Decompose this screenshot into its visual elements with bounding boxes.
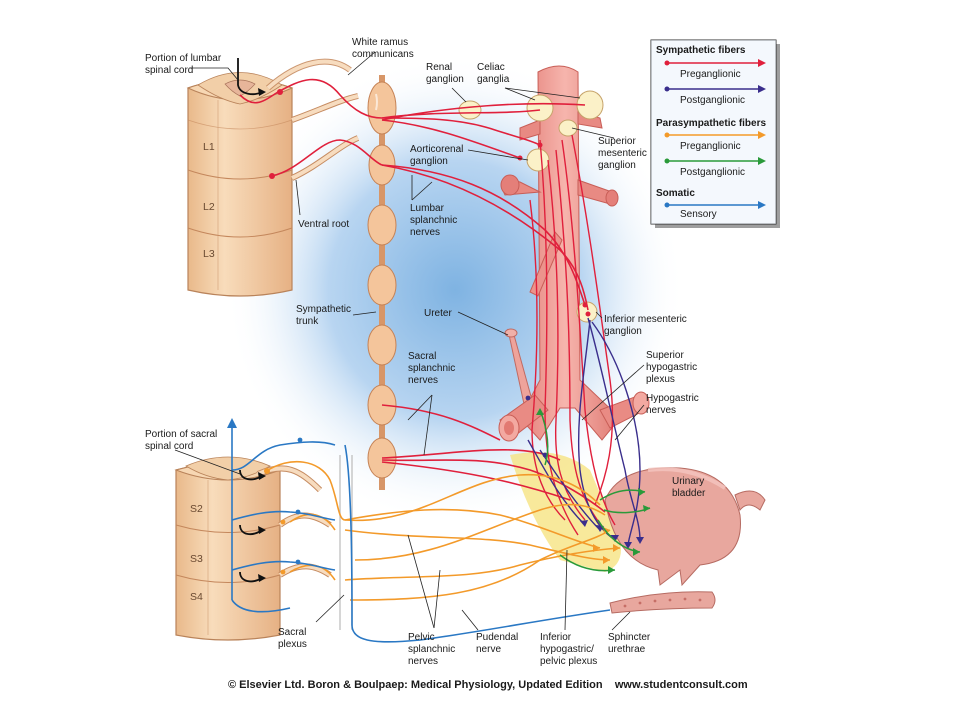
parasympathetic-preganglionic-fibers (264, 460, 621, 601)
renal-ganglion (458, 100, 482, 120)
label-sympathetic-trunk-1: Sympathetic (296, 304, 351, 315)
segment-label-s2: S2 (190, 503, 203, 515)
label-sacral-splanchnic-3: nerves (408, 375, 438, 386)
label-sup-hypogastric-2: hypogastric (646, 362, 697, 373)
legend-sym-pre: Preganglionic (680, 69, 741, 80)
black-endings (258, 88, 266, 582)
fiber-legend: Sympathetic fibers Preganglionic Postgan… (650, 39, 780, 228)
label-renal-1: Renal (426, 62, 452, 73)
label-pelvic-splanchnic-1: Pelvic (408, 632, 435, 643)
label-sacral-splanchnic-1: Sacral (408, 351, 436, 362)
label-pudendal-1: Pudendal (476, 632, 518, 643)
purple-endings (525, 395, 644, 549)
segment-label-s3: S3 (190, 553, 203, 565)
anatomy-labels: Portion of lumbar spinal cord White ramu… (145, 37, 706, 667)
sacral-spinal-cord: S2 S3 S4 (174, 456, 332, 641)
ascending-arrow (227, 418, 237, 428)
label-ureter: Ureter (424, 308, 452, 319)
somatic-sensory-fibers (231, 425, 611, 643)
label-sacral-splanchnic-2: splanchnic (408, 363, 455, 374)
label-inf-hypogastric-3: pelvic plexus (540, 656, 597, 667)
label-aorticorenal-1: Aorticorenal (410, 144, 463, 155)
label-hypogastric-1: Hypogastric (646, 393, 699, 404)
green-endings (536, 408, 650, 574)
label-sup-mesenteric-2: mesenteric (598, 148, 647, 159)
legend-para-pre: Preganglionic (680, 141, 741, 152)
label-celiac-2: ganglia (477, 74, 510, 85)
label-inf-hypogastric-2: hypogastric/ (540, 644, 594, 655)
legend-sympathetic-title: Sympathetic fibers (656, 45, 746, 56)
sphincter-urethrae (609, 591, 716, 614)
label-sacral-plexus-1: Sacral (278, 627, 306, 638)
celiac-ganglion-left (526, 94, 554, 122)
label-pudendal-2: nerve (476, 644, 501, 655)
label-sup-hypogastric-1: Superior (646, 350, 684, 361)
aorticorenal-ganglion (526, 148, 550, 172)
segment-label-l1: L1 (203, 141, 215, 153)
background-glow (225, 55, 685, 525)
blue-dots (295, 437, 303, 565)
label-sacral-cord-1: Portion of sacral (145, 429, 217, 440)
label-pelvic-splanchnic-3: nerves (408, 656, 438, 667)
label-sacral-plexus-2: plexus (278, 639, 307, 650)
label-white-ramus-1: White ramus (352, 37, 408, 48)
label-bladder-1: Urinary (672, 476, 704, 487)
legend-para-post: Postganglionic (680, 167, 745, 178)
segment-label-l3: L3 (203, 248, 215, 260)
label-sup-hypogastric-3: plexus (646, 374, 675, 385)
label-inf-hypogastric-1: Inferior (540, 632, 572, 643)
orange-endings (264, 468, 620, 575)
segment-label-l2: L2 (203, 201, 215, 213)
label-pelvic-splanchnic-2: splanchnic (408, 644, 455, 655)
label-sphincter-2: urethrae (608, 644, 646, 655)
label-sacral-cord-2: spinal cord (145, 441, 193, 452)
legend-sym-post: Postganglionic (680, 95, 745, 106)
legend-som-sensory: Sensory (680, 209, 717, 220)
label-bladder-2: bladder (672, 488, 706, 499)
label-sup-mesenteric-1: Superior (598, 136, 636, 147)
label-lumbar-cord-1: Portion of lumbar (145, 53, 222, 64)
label-sphincter-1: Sphincter (608, 632, 651, 643)
label-inf-mesenteric-2: ganglion (604, 326, 642, 337)
label-renal-2: ganglion (426, 74, 464, 85)
label-hypogastric-2: nerves (646, 405, 676, 416)
leader-lines (174, 51, 645, 631)
label-white-ramus-2: communicans (352, 49, 414, 60)
legend-somatic-title: Somatic (656, 188, 695, 199)
sympathetic-trunk (367, 75, 397, 490)
label-ventral-root: Ventral root (298, 219, 349, 230)
legend-parasympathetic-title: Parasympathetic fibers (656, 118, 766, 129)
red-synapse-dots (269, 89, 591, 317)
copyright-caption: © Elsevier Ltd. Boron & Boulpaep: Medica… (228, 679, 748, 691)
segment-label-s4: S4 (190, 591, 203, 603)
superior-mesenteric-ganglion (558, 119, 578, 137)
label-lumbar-splanchnic-3: nerves (410, 227, 440, 238)
label-lumbar-splanchnic-1: Lumbar (410, 203, 445, 214)
label-aorticorenal-2: ganglion (410, 156, 448, 167)
label-inf-mesenteric-1: Inferior mesenteric (604, 314, 687, 325)
label-lumbar-cord-2: spinal cord (145, 65, 193, 76)
label-lumbar-splanchnic-2: splanchnic (410, 215, 457, 226)
label-celiac-1: Celiac (477, 62, 505, 73)
label-sup-mesenteric-3: ganglion (598, 160, 636, 171)
label-sympathetic-trunk-2: trunk (296, 316, 319, 327)
